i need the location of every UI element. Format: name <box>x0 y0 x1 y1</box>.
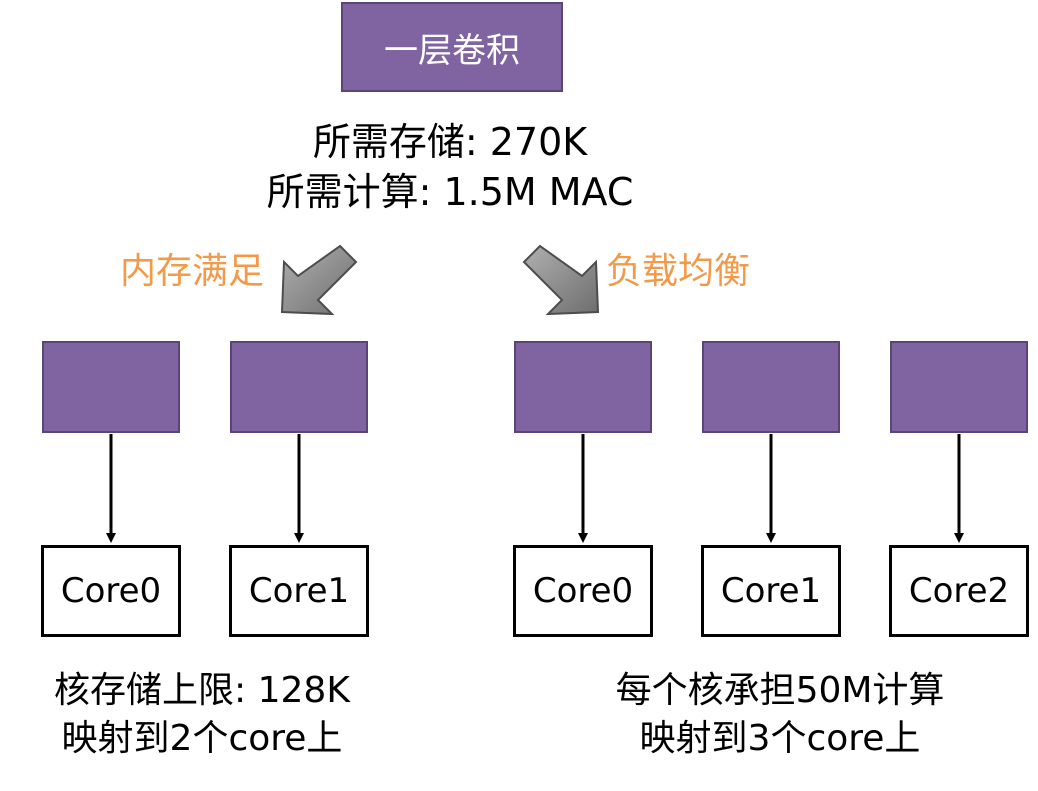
compute-requirement: 所需计算: 1.5M MAC <box>266 170 634 214</box>
partition-box-right-2 <box>890 341 1028 433</box>
core-box-right-1: Core1 <box>701 545 841 637</box>
partition-box-left-0 <box>42 341 180 433</box>
right-note-mapping: 映射到3个core上 <box>639 718 921 759</box>
right-note-compute-per-core: 每个核承担50M计算 <box>615 670 945 711</box>
block-arrow-left-icon <box>280 244 358 316</box>
core-box-right-2: Core2 <box>889 545 1029 637</box>
conv-layer-box: 一层卷积 <box>341 2 563 92</box>
core-label: Core0 <box>60 571 162 611</box>
core-box-left-1: Core1 <box>229 545 369 637</box>
core-label: Core0 <box>532 571 634 611</box>
block-arrow-right-icon <box>522 244 600 316</box>
partition-box-right-0 <box>514 341 652 433</box>
partition-box-right-1 <box>702 341 840 433</box>
storage-requirement: 所需存储: 270K <box>312 120 588 164</box>
core-box-left-0: Core0 <box>41 545 181 637</box>
left-note-storage-limit: 核存储上限: 128K <box>54 670 350 711</box>
core-label: Core2 <box>908 571 1010 611</box>
load-balance-label: 负载均衡 <box>606 251 751 292</box>
core-label: Core1 <box>248 571 350 611</box>
core-box-right-0: Core0 <box>513 545 653 637</box>
memory-fit-label: 内存满足 <box>120 251 265 292</box>
conv-layer-title: 一层卷积 <box>384 30 520 71</box>
left-note-mapping: 映射到2个core上 <box>61 718 343 759</box>
core-label: Core1 <box>720 571 822 611</box>
partition-box-left-1 <box>230 341 368 433</box>
